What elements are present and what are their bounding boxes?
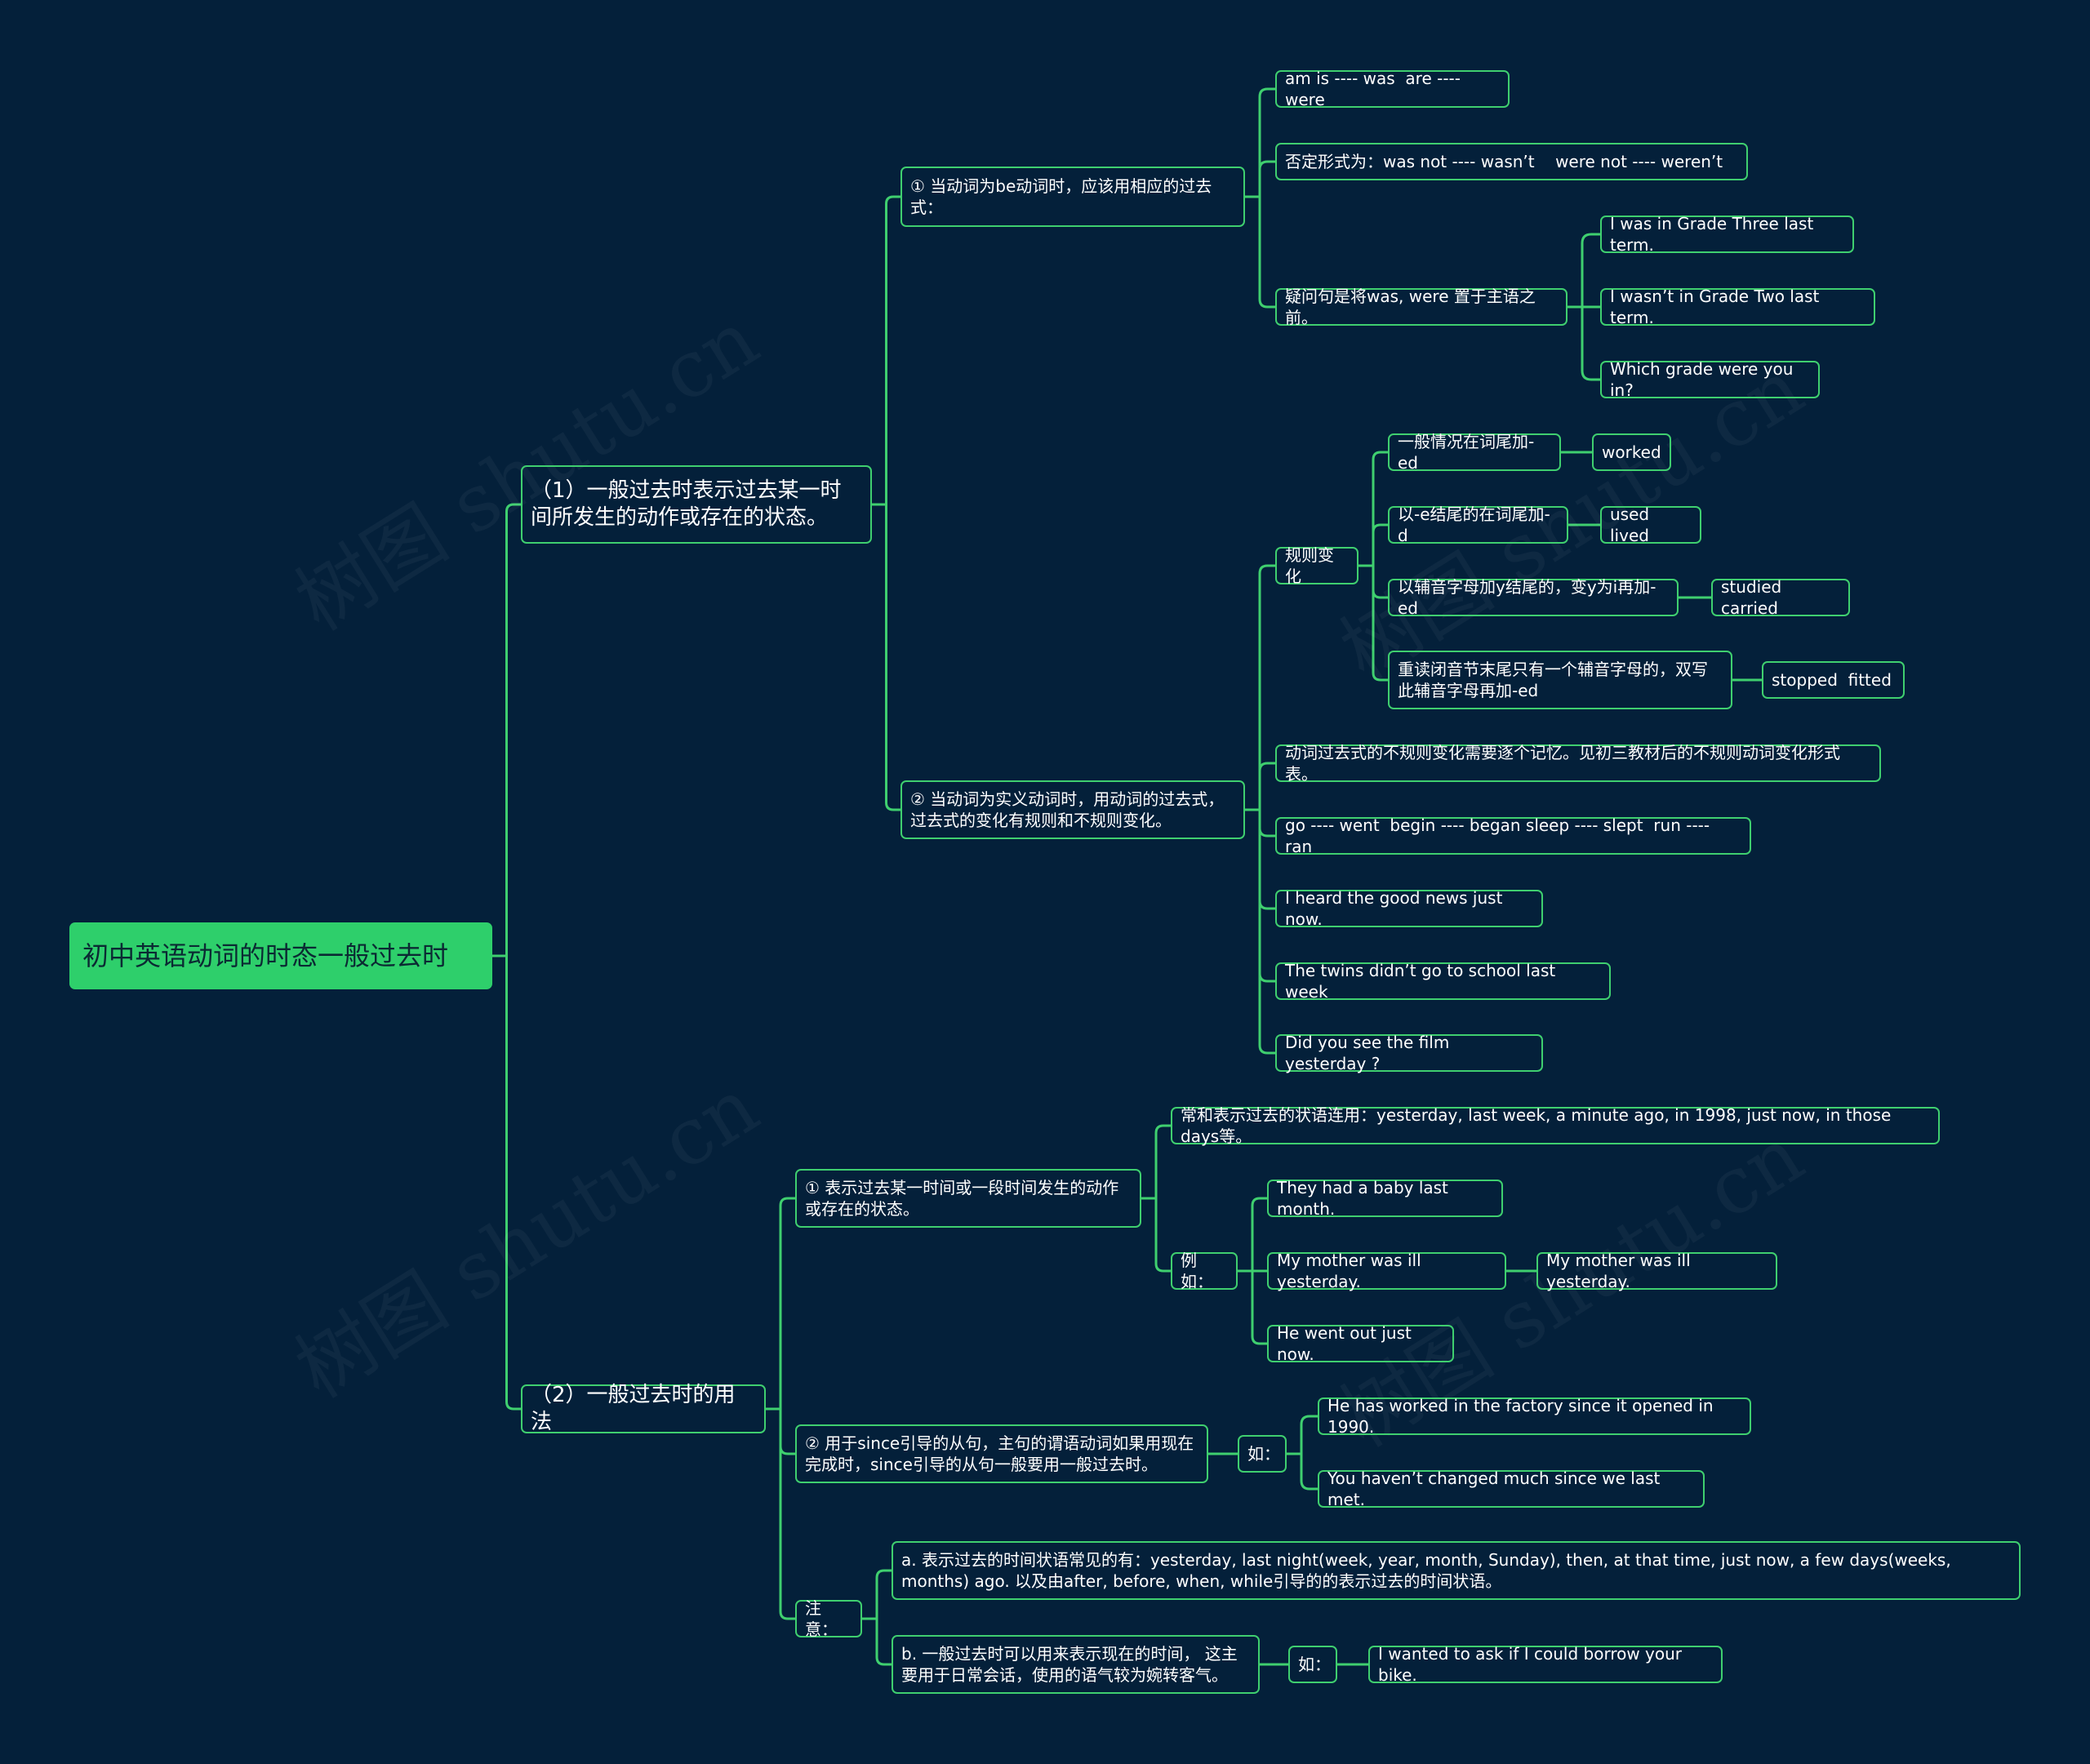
- note-b[interactable]: b. 一般过去时可以用来表示现在的时间， 这主要用于日常会话，使用的语气较为婉转…: [892, 1635, 1260, 1694]
- connector-line: [872, 195, 900, 506]
- branch-definition[interactable]: （1）一般过去时表示过去某一时间所发生的动作或存在的状态。: [521, 465, 872, 544]
- regular-example[interactable]: stopped fitted: [1762, 661, 1905, 699]
- connector-line: [1287, 1452, 1318, 1491]
- example-label[interactable]: 如：: [1238, 1435, 1287, 1473]
- question-example[interactable]: I wasn’t in Grade Two last term.: [1600, 287, 1875, 327]
- connector-line: [766, 1197, 795, 1411]
- regular-rule[interactable]: 重读闭音节末尾只有一个辅音字母的，双写此辅音字母再加-ed: [1388, 651, 1732, 709]
- be-negative[interactable]: 否定形式为：was not ---- wasn’t were not ---- …: [1275, 143, 1748, 180]
- example-sentence[interactable]: Did you see the film yesterday ?: [1275, 1033, 1543, 1073]
- question-example[interactable]: Which grade were you in?: [1600, 359, 1820, 400]
- regular-change[interactable]: 规则变化: [1275, 545, 1358, 586]
- connector-line: [862, 1569, 892, 1620]
- example-sentence[interactable]: He went out just now.: [1267, 1323, 1454, 1364]
- connector-line: [1245, 808, 1275, 1055]
- question-example[interactable]: I was in Grade Three last term.: [1600, 214, 1854, 255]
- connector-line: [1141, 1197, 1171, 1273]
- irregular-examples[interactable]: go ---- went begin ---- began sleep ----…: [1275, 815, 1751, 856]
- connector-line: [1245, 160, 1275, 198]
- connector-line: [1245, 87, 1275, 198]
- connector-line: [1245, 564, 1275, 811]
- connector-line: [1358, 523, 1388, 567]
- regular-rule[interactable]: 以-e结尾的在词尾加-d: [1388, 504, 1568, 545]
- usage-one[interactable]: ① 表示过去某一时间或一段时间发生的动作或存在的状态。: [795, 1169, 1141, 1228]
- root-node[interactable]: 初中英语动词的时态一般过去时: [69, 922, 492, 989]
- example-sentence[interactable]: My mother was ill yesterday.: [1536, 1251, 1777, 1291]
- connector-line: [492, 503, 521, 958]
- connector-line: [766, 1407, 795, 1620]
- branch-usage[interactable]: （2）一般过去时的用法: [521, 1383, 766, 1434]
- connector-line: [1568, 233, 1600, 309]
- action-verb-node[interactable]: ② 当动词为实义动词时，用动词的过去式，过去式的变化有规则和不规则变化。: [900, 780, 1245, 839]
- example-sentence[interactable]: My mother was ill yesterday.: [1267, 1251, 1506, 1291]
- usage-one-adverbials[interactable]: 常和表示过去的状语连用：yesterday, last week, a minu…: [1171, 1105, 1940, 1146]
- be-verb-node[interactable]: ① 当动词为be动词时，应该用相应的过去式：: [900, 167, 1245, 227]
- regular-example[interactable]: used lived: [1600, 504, 1701, 545]
- regular-example[interactable]: worked: [1592, 433, 1671, 471]
- connector-line: [1141, 1124, 1171, 1200]
- note-node[interactable]: 注意：: [795, 1598, 862, 1639]
- connector-line: [1238, 1269, 1267, 1345]
- example-sentence[interactable]: They had a baby last month.: [1267, 1178, 1503, 1219]
- connector-line: [1238, 1197, 1267, 1273]
- example-label[interactable]: 如：: [1288, 1646, 1337, 1683]
- connector-line: [1245, 762, 1275, 811]
- example-sentence[interactable]: I wanted to ask if I could borrow your b…: [1368, 1644, 1723, 1685]
- example-sentence[interactable]: I heard the good news just now.: [1275, 888, 1543, 929]
- be-question[interactable]: 疑问句是将was, were 置于主语之前。: [1275, 287, 1568, 327]
- regular-rule[interactable]: 一般情况在词尾加-ed: [1388, 432, 1561, 473]
- connector-line: [872, 503, 900, 811]
- connector-line: [1358, 564, 1388, 682]
- connector-line: [1287, 1415, 1318, 1455]
- regular-rule[interactable]: 以辅音字母加y结尾的，变y为i再加-ed: [1388, 577, 1679, 618]
- example-sentence[interactable]: He has worked in the factory since it op…: [1318, 1396, 1751, 1437]
- irregular-note[interactable]: 动词过去式的不规则变化需要逐个记忆。见初三教材后的不规则动词变化形式表。: [1275, 743, 1881, 784]
- connector-line: [1358, 451, 1388, 567]
- example-sentence[interactable]: The twins didn’t go to school last week: [1275, 961, 1611, 1002]
- connector-line: [1568, 305, 1600, 381]
- note-a[interactable]: a. 表示过去的时间状语常见的有：yesterday, last night(w…: [892, 1541, 2021, 1600]
- regular-example[interactable]: studied carried: [1711, 577, 1850, 618]
- usage-two[interactable]: ② 用于since引导的从句，主句的谓语动词如果用现在完成时，since引导的从…: [795, 1424, 1208, 1483]
- connector-line: [492, 954, 521, 1411]
- be-forms[interactable]: am is ---- was are ---- were: [1275, 69, 1510, 109]
- example-sentence[interactable]: You haven’t changed much since we last m…: [1318, 1469, 1705, 1509]
- connector-line: [1245, 195, 1275, 309]
- connector-line: [862, 1617, 892, 1666]
- example-label[interactable]: 例如：: [1171, 1251, 1238, 1291]
